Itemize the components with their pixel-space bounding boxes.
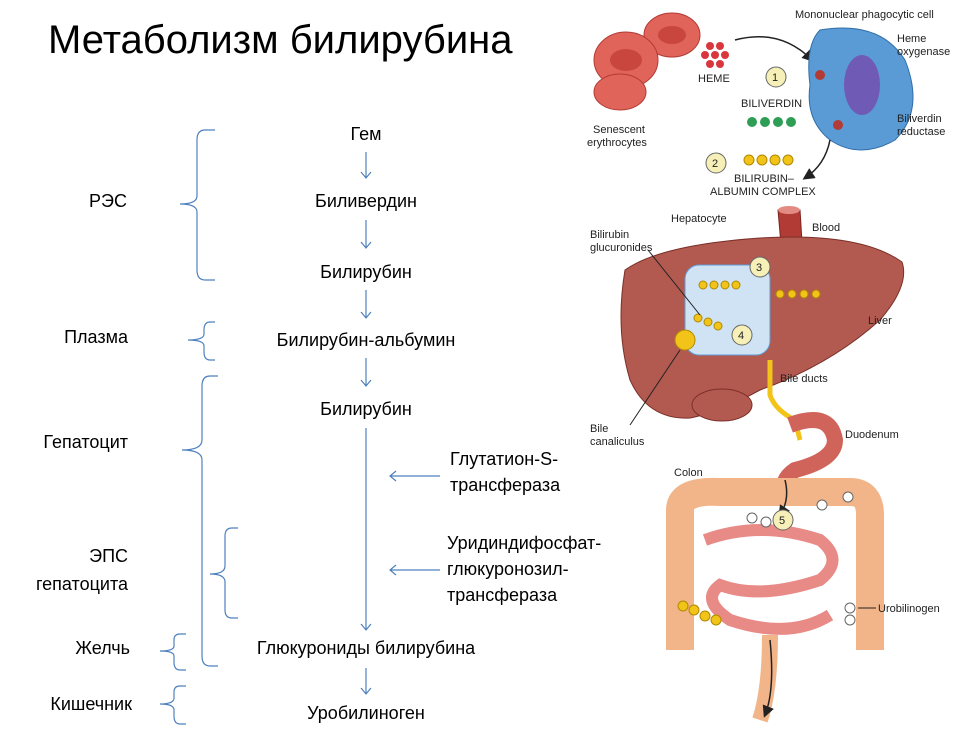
label-liver: Liver (868, 315, 892, 327)
label-biliverdin-reductase-2: reductase (897, 126, 945, 138)
enzyme-ugt-line1: Уридиндифосфат- (447, 533, 602, 553)
label-intestine: Кишечник (50, 694, 132, 714)
node-bilirubin: Билирубин (320, 262, 412, 282)
enzyme-gst-line1: Глутатион-S- (450, 449, 559, 469)
arrow-6 (360, 668, 372, 695)
step-3: 3 (756, 262, 762, 274)
label-er-line1: ЭПС (89, 546, 128, 566)
arrow-2 (360, 220, 372, 249)
arrow-gst (389, 470, 440, 482)
colon-bilirubin (677, 600, 722, 626)
node-biliverdin: Биливердин (315, 191, 417, 211)
enzyme-gst: Глутатион-S- трансфераза (450, 446, 560, 498)
small-intestine (702, 524, 839, 635)
step-1: 1 (772, 72, 778, 84)
step-4: 4 (738, 330, 744, 342)
arrow-4 (360, 358, 372, 387)
node-bilirubin-hepatocyte: Билирубин (320, 399, 412, 419)
label-urobilinogen: Urobilinogen (878, 603, 940, 615)
enzyme-ugt-line2: глюкуронозил- (447, 559, 569, 579)
erythrocytes (593, 12, 701, 111)
step-2: 2 (712, 158, 718, 170)
brace-er (209, 527, 238, 619)
brace-plasma (187, 321, 215, 361)
step-5: 5 (779, 515, 785, 527)
arrow-1 (360, 152, 372, 179)
enzyme-ugt: Уридиндифосфат- глюкуронозил- трансфераз… (447, 530, 601, 608)
hepatocyte-cell (684, 264, 771, 356)
label-heme-oxygenase-2: oxygenase (897, 46, 950, 58)
label-senescent-1: Senescent (593, 124, 645, 136)
label-canaliculus-1: Bile (590, 423, 608, 435)
label-canaliculus-2: canaliculus (590, 436, 645, 448)
label-res: РЭС (89, 191, 127, 211)
label-plasma: Плазма (64, 327, 128, 347)
label-glucuronides-2: glucuronides (590, 242, 653, 254)
label-bile: Желчь (75, 638, 130, 658)
label-heme: HEME (698, 73, 730, 85)
label-hepatocyte: Hepatocyte (671, 213, 727, 225)
node-bilirubin-albumin: Билирубин-альбумин (276, 330, 456, 350)
label-bile-ducts: Bile ducts (780, 373, 828, 385)
colon (666, 477, 884, 650)
brace-res (179, 129, 215, 281)
label-biliverdin-reductase-1: Biliverdin (897, 113, 942, 125)
bilirubin-albumin-molecules (743, 154, 794, 166)
label-colon: Colon (674, 467, 703, 479)
enzyme-ugt-line3: трансфераза (447, 585, 558, 605)
label-complex-1: BILIRUBIN– (734, 173, 795, 185)
arrow-ugt (389, 564, 440, 576)
label-senescent-2: erythrocytes (587, 137, 647, 149)
label-heme-oxygenase-1: Heme (897, 33, 926, 45)
biliverdin-molecules (747, 117, 796, 127)
flow-connectors (159, 129, 440, 725)
hepatocyte-bilirubin (693, 280, 741, 331)
label-blood: Blood (812, 222, 840, 234)
label-duodenum: Duodenum (845, 429, 899, 441)
label-complex-2: ALBUMIN COMPLEX (710, 186, 816, 198)
brace-intestine (159, 685, 186, 725)
label-glucuronides-1: Bilirubin (590, 229, 629, 241)
brace-bile (159, 633, 186, 671)
node-urobilinogen: Уробилиноген (307, 703, 425, 723)
label-biliverdin: BILIVERDIN (741, 98, 802, 110)
heme-molecules (701, 42, 729, 68)
label-mono-cell: Mononuclear phagocytic cell (795, 9, 934, 21)
page-title: Метаболизм билирубина (48, 18, 513, 62)
urobilinogen-molecules (746, 491, 856, 626)
arrow-3 (360, 290, 372, 319)
label-hepatocyte: Гепатоцит (43, 432, 128, 452)
enzyme-gst-line2: трансфераза (450, 475, 561, 495)
brace-hepatocyte (181, 375, 218, 667)
arrow-5 (360, 428, 372, 631)
node-heme: Гем (350, 124, 382, 144)
blood-bilirubin (775, 289, 821, 299)
node-bilirubin-glucuronides: Глюкурониды билирубина (256, 638, 476, 658)
label-er-line2: гепатоцита (35, 574, 128, 594)
